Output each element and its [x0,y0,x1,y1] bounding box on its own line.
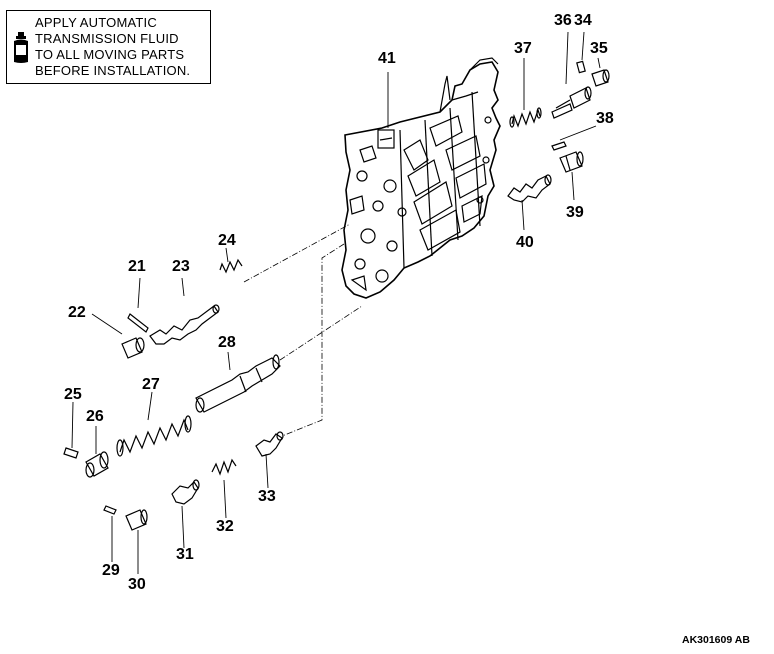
callout-40: 40 [516,234,534,251]
spring-part-37 [509,107,542,128]
pin-part-21 [127,313,149,333]
callout-34: 34 [574,12,592,29]
callout-25: 25 [64,386,82,403]
note-line: TO ALL MOVING PARTS [35,47,185,62]
callout-29: 29 [102,562,120,579]
valve-part-23 [149,304,220,345]
note-line: TRANSMISSION FLUID [35,31,179,46]
alignment-lines [243,223,363,437]
callout-35: 35 [590,40,608,57]
note-text: APPLY AUTOMATIC TRANSMISSION FLUID TO AL… [35,15,190,79]
plug-part-26 [85,451,109,478]
pin-part-25 [63,447,79,459]
callout-38: 38 [596,110,614,127]
valve-part-40 [507,174,552,203]
note-line: BEFORE INSTALLATION. [35,63,191,78]
oil-can-icon [14,32,28,63]
callout-37: 37 [514,40,532,57]
callout-27: 27 [142,376,160,393]
plug-part-22 [121,337,145,359]
callout-41: 41 [378,50,396,67]
lubrication-note: APPLY AUTOMATIC TRANSMISSION FLUID TO AL… [6,10,211,84]
spring-part-27 [116,415,192,457]
callout-22: 22 [68,304,86,321]
callout-33: 33 [258,488,276,505]
plug-part-30 [125,509,148,531]
callout-21: 21 [128,258,146,275]
leader-lines [71,31,601,574]
plug-part-35 [591,69,610,87]
callout-39: 39 [566,204,584,221]
callout-24: 24 [218,232,236,249]
spring-part-32 [211,458,237,476]
pin-part-34 [576,60,586,74]
valve-part-28 [195,354,281,413]
callout-28: 28 [218,334,236,351]
callout-31: 31 [176,546,194,563]
callout-23: 23 [172,258,190,275]
pin-part-29 [103,505,117,515]
valve-part-33 [255,431,284,457]
callout-26: 26 [86,408,104,425]
spring-part-24 [219,258,243,274]
valve-body-part [341,57,501,299]
valve-part-31 [171,479,200,505]
valve-part-36 [551,86,592,119]
figure-code: AK301609 AB [682,634,750,646]
callout-30: 30 [128,576,146,593]
plug-part-39 [559,151,584,173]
callout-32: 32 [216,518,234,535]
callout-36: 36 [554,12,572,29]
note-line: APPLY AUTOMATIC [35,15,157,30]
pin-part-38 [551,141,567,151]
